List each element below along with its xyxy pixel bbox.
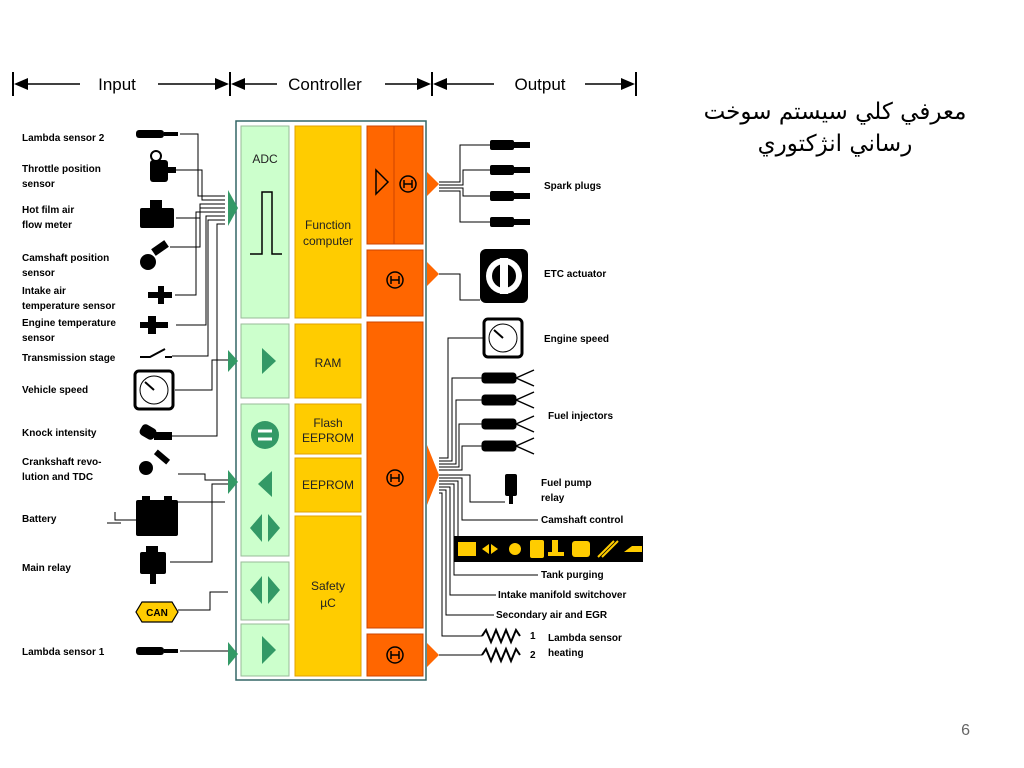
eeprom-block [294, 457, 362, 513]
header-input: Input [98, 75, 136, 94]
bidirectional-icon [250, 514, 280, 542]
input-label-battery: Battery [22, 514, 57, 525]
throttle-position-sensor-icon [150, 150, 176, 182]
input-label-vehicle-speed: Vehicle speed [22, 385, 88, 396]
amplifier-icon [375, 168, 390, 196]
lambda-sensor-1-icon [136, 647, 178, 655]
equal-icon [251, 421, 279, 449]
can-label: CAN [146, 608, 168, 619]
engine-speed-gauge-icon [482, 317, 524, 359]
transmission-switch-icon [140, 348, 172, 358]
output-labels: Spark plugs ETC actuator Engine speed Fu… [496, 181, 626, 661]
spark-plug-icons [490, 140, 530, 227]
header-controller: Controller [288, 75, 362, 94]
input-wiring [107, 133, 228, 652]
output-label-camshaft: Camshaft control [541, 515, 623, 526]
adc-signal-icon [250, 191, 282, 255]
header-output: Output [514, 75, 565, 94]
crankshaft-sensor-icon [139, 449, 171, 475]
output-label-etc: ETC actuator [544, 269, 606, 280]
input-label-lambda-1: Lambda sensor 1 [22, 647, 105, 658]
fuel-pump-relay-icon [505, 474, 517, 504]
can-bidirectional-icon [250, 576, 280, 604]
output-triangle-icon [258, 471, 272, 497]
can-bus-badge: CAN [135, 601, 179, 623]
camshaft-sensor-icon [140, 240, 169, 270]
input-label-transmission: Transmission stage [22, 353, 116, 364]
ram-label: RAM [315, 356, 342, 370]
slide-title: معرفي كلي سيستم سوخت رساني انژكتوري [703, 99, 967, 157]
input-label-knock: Knock intensity [22, 428, 97, 439]
input-triangle-icon [262, 348, 276, 374]
can-interface-cell [240, 561, 290, 621]
main-relay-icon [140, 546, 166, 584]
output-label-intake-manifold: Intake manifold switchover [498, 590, 626, 601]
flash-eeprom-block [294, 403, 362, 455]
warning-indicator-icons [454, 536, 643, 562]
output-label-lambda-num-2: 2 [530, 650, 536, 661]
output-label-lambda-num-1: 1 [530, 631, 536, 642]
etc-driver-block [366, 249, 424, 317]
etc-actuator-icon [480, 249, 528, 303]
output-actuator-icons [454, 140, 643, 664]
output-label-fuel-injectors: Fuel injectors [548, 411, 613, 422]
intake-air-temp-sensor-icon [148, 286, 172, 304]
lambda-triangle-icon [262, 636, 276, 664]
function-computer-block [294, 125, 362, 319]
driver-symbol-icons [386, 175, 417, 664]
main-driver-block [366, 321, 424, 629]
ram-block [294, 323, 362, 399]
adc-cell [240, 125, 290, 319]
input-label-main-relay: Main relay [22, 563, 71, 574]
output-label-tank-purging: Tank purging [541, 570, 604, 581]
input-label-lambda-2: Lambda sensor 2 [22, 133, 105, 144]
engine-temp-sensor-icon [140, 316, 168, 334]
fuel-injector-icons [481, 369, 535, 455]
adc-label: ADC [252, 152, 278, 166]
battery-icon [136, 496, 178, 536]
lambda-heater-icons [481, 627, 521, 664]
output-label-secondary-air: Secondary air and EGR [496, 610, 608, 621]
eeprom-label: EEPROM [302, 478, 354, 492]
input-label-crankshaft: Crankshaft revo-lution and TDC [22, 457, 101, 483]
output-label-spark-plugs: Spark plugs [544, 181, 602, 192]
interface-arrows [228, 172, 439, 667]
knock-sensor-icon [139, 424, 172, 440]
lambda-sensor-2-icon [136, 130, 178, 138]
output-label-engine-speed: Engine speed [544, 334, 609, 345]
section-header: Input Controller Output [12, 72, 637, 96]
output-wiring [439, 144, 538, 656]
vehicle-speed-gauge-icon [133, 369, 175, 411]
page-number: 6 [961, 722, 970, 739]
input-sensor-icons [133, 130, 178, 655]
safety-uc-block [294, 515, 362, 677]
air-flow-meter-icon [140, 200, 174, 228]
